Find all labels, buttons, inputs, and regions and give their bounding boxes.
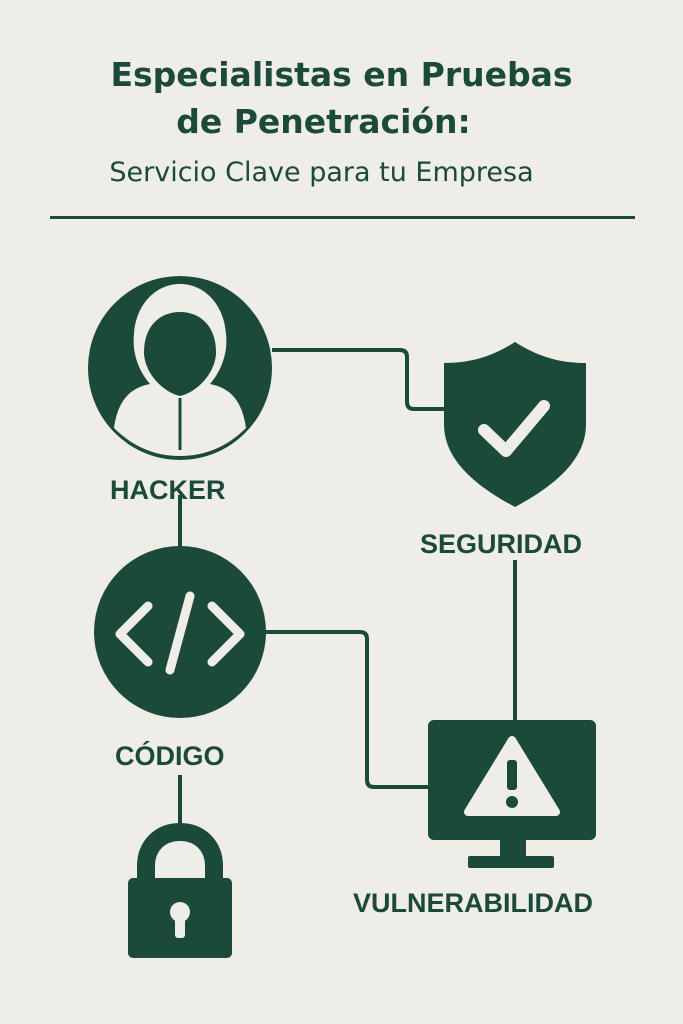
label-seguridad: SEGURIDAD: [420, 529, 583, 559]
label-hacker: HACKER: [110, 475, 226, 505]
subtitle: Servicio Clave para tu Empresa: [109, 157, 534, 188]
code-brackets-icon: [94, 546, 266, 718]
divider: [50, 216, 635, 219]
label-vulnerabilidad: VULNERABILIDAD: [353, 888, 593, 918]
padlock-icon: [128, 822, 232, 958]
shield-check-icon: [444, 342, 586, 507]
connector-codigo-vulnerabilidad: [262, 630, 428, 789]
label-codigo: CÓDIGO: [115, 741, 225, 771]
hooded-hacker-icon: [88, 276, 272, 460]
connectors: [178, 348, 517, 830]
title-line-1: Especialistas en Pruebas: [110, 55, 573, 94]
monitor-warning-icon: [428, 720, 596, 868]
connector-hacker-seguridad: [272, 348, 450, 411]
title-line-2: de Penetración:: [176, 102, 471, 141]
